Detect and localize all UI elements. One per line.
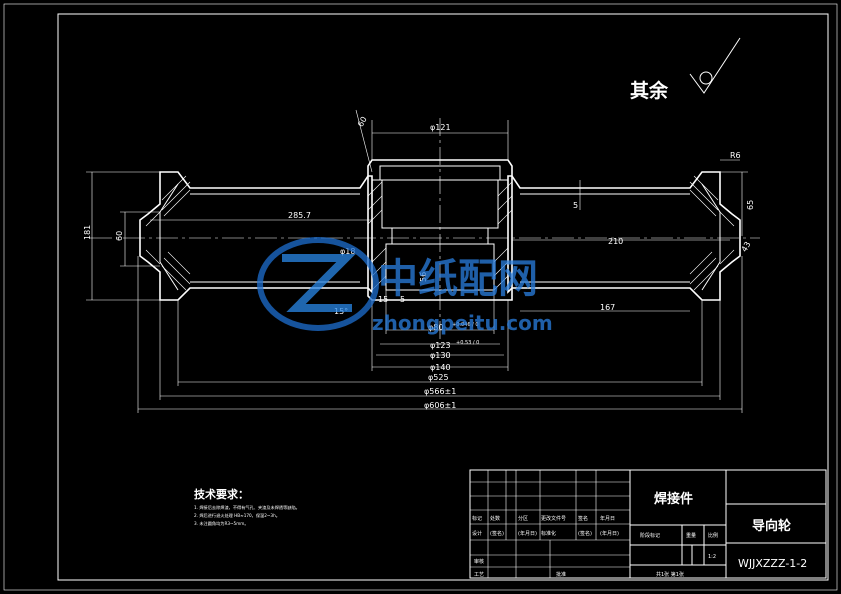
dim-a60: 60 <box>356 115 369 128</box>
wheel-right-rim <box>507 171 741 301</box>
design-label: 设计 <box>472 530 482 537</box>
dim-a65: 65 <box>746 200 755 210</box>
tech-line1: 1. 焊接后去除焊渣，不得有气孔、夹渣及未焊透等缺陷。 <box>194 504 300 511</box>
dim-d167: 167 <box>600 303 615 312</box>
dim-d130: φ130 <box>430 351 451 360</box>
row-label-1: 处数 <box>490 515 500 522</box>
row-label-3: 更改文件号 <box>541 515 566 522</box>
outer-border <box>3 3 838 591</box>
dim-a43: 43 <box>740 240 753 253</box>
sheets-label: 共1张 第1张 <box>656 571 684 578</box>
watermark-text: 中纸配网 <box>378 256 538 302</box>
dim-d121: φ121 <box>430 123 451 132</box>
weight-label: 重量 <box>686 532 696 539</box>
watermark: 中纸配网 zhongpeitu.com <box>257 237 553 335</box>
row-label-0: 标记 <box>472 515 482 522</box>
part-label: 焊接件 <box>654 491 693 507</box>
dim-d566: φ566±1 <box>424 387 456 396</box>
review-label: 审核 <box>474 558 484 565</box>
dim-r2857: 285.7 <box>288 211 311 220</box>
technical-requirements: 技术要求： 1. 焊接后去除焊渣，不得有气孔、夹渣及未焊透等缺陷。 2. 焊后进… <box>194 487 300 527</box>
wheel-left-rim <box>139 171 373 301</box>
drawing-number: WJJXZZZ-1-2 <box>738 557 807 570</box>
dim-d123tol: +0.53 / 0 <box>456 340 479 346</box>
sign2: (签名) <box>578 530 592 537</box>
dim-h60: 60 <box>115 231 124 241</box>
inner-border <box>57 13 829 581</box>
dim-d15: 15 <box>378 295 388 304</box>
dim-r6: R6 <box>730 151 741 160</box>
dim-d123: φ123 <box>430 341 451 350</box>
row-label-2: 分区 <box>518 515 528 522</box>
row-label-5: 年月日 <box>600 515 615 522</box>
dim-r210: 210 <box>608 237 623 246</box>
scale-value: 1:2 <box>708 554 716 560</box>
ratio-label: 比例 <box>708 532 718 539</box>
sign1: (签名) <box>490 530 504 537</box>
surface-mark-label: 其余 <box>630 79 669 102</box>
row-label-4: 签名 <box>578 515 588 522</box>
dim-d80: φ80 <box>428 323 443 332</box>
roughness-symbol <box>689 37 741 94</box>
dimension-lines <box>86 109 748 413</box>
dim-d606: φ606±1 <box>424 401 456 410</box>
hub <box>367 159 513 301</box>
watermark-url: zhongpeitu.com <box>372 311 553 335</box>
dim-d56: 56 <box>419 272 428 282</box>
dim-d140: φ140 <box>430 363 451 372</box>
dim-d18: φ18 <box>340 247 355 256</box>
dim-d80tol: +0.046 / 0 <box>452 322 479 328</box>
dim-d5b: 5 <box>400 295 405 304</box>
standard-label: 标准化 <box>541 530 556 537</box>
dim-h181: 181 <box>83 225 92 240</box>
dim-d525: φ525 <box>428 373 449 382</box>
tech-title: 技术要求： <box>194 487 249 501</box>
title-block: 焊接件 导向轮 WJJXZZZ-1-2 1:2 标记 处数 分区 更改文件号 签… <box>469 469 827 579</box>
date1: (年月日) <box>518 530 537 537</box>
process-label: 工艺 <box>474 572 484 578</box>
tech-line2: 2. 焊后进行退火处理 HB≈170，保温2~3h。 <box>194 512 280 519</box>
approve-label: 批准 <box>556 571 566 578</box>
tech-line3: 3. 未注圆角均为R3~5mm。 <box>194 520 249 527</box>
drawing-name: 导向轮 <box>752 518 791 534</box>
date2: (年月日) <box>600 530 619 537</box>
dim-a5: 5 <box>573 201 578 210</box>
stage-label: 阶段标记 <box>640 532 660 539</box>
